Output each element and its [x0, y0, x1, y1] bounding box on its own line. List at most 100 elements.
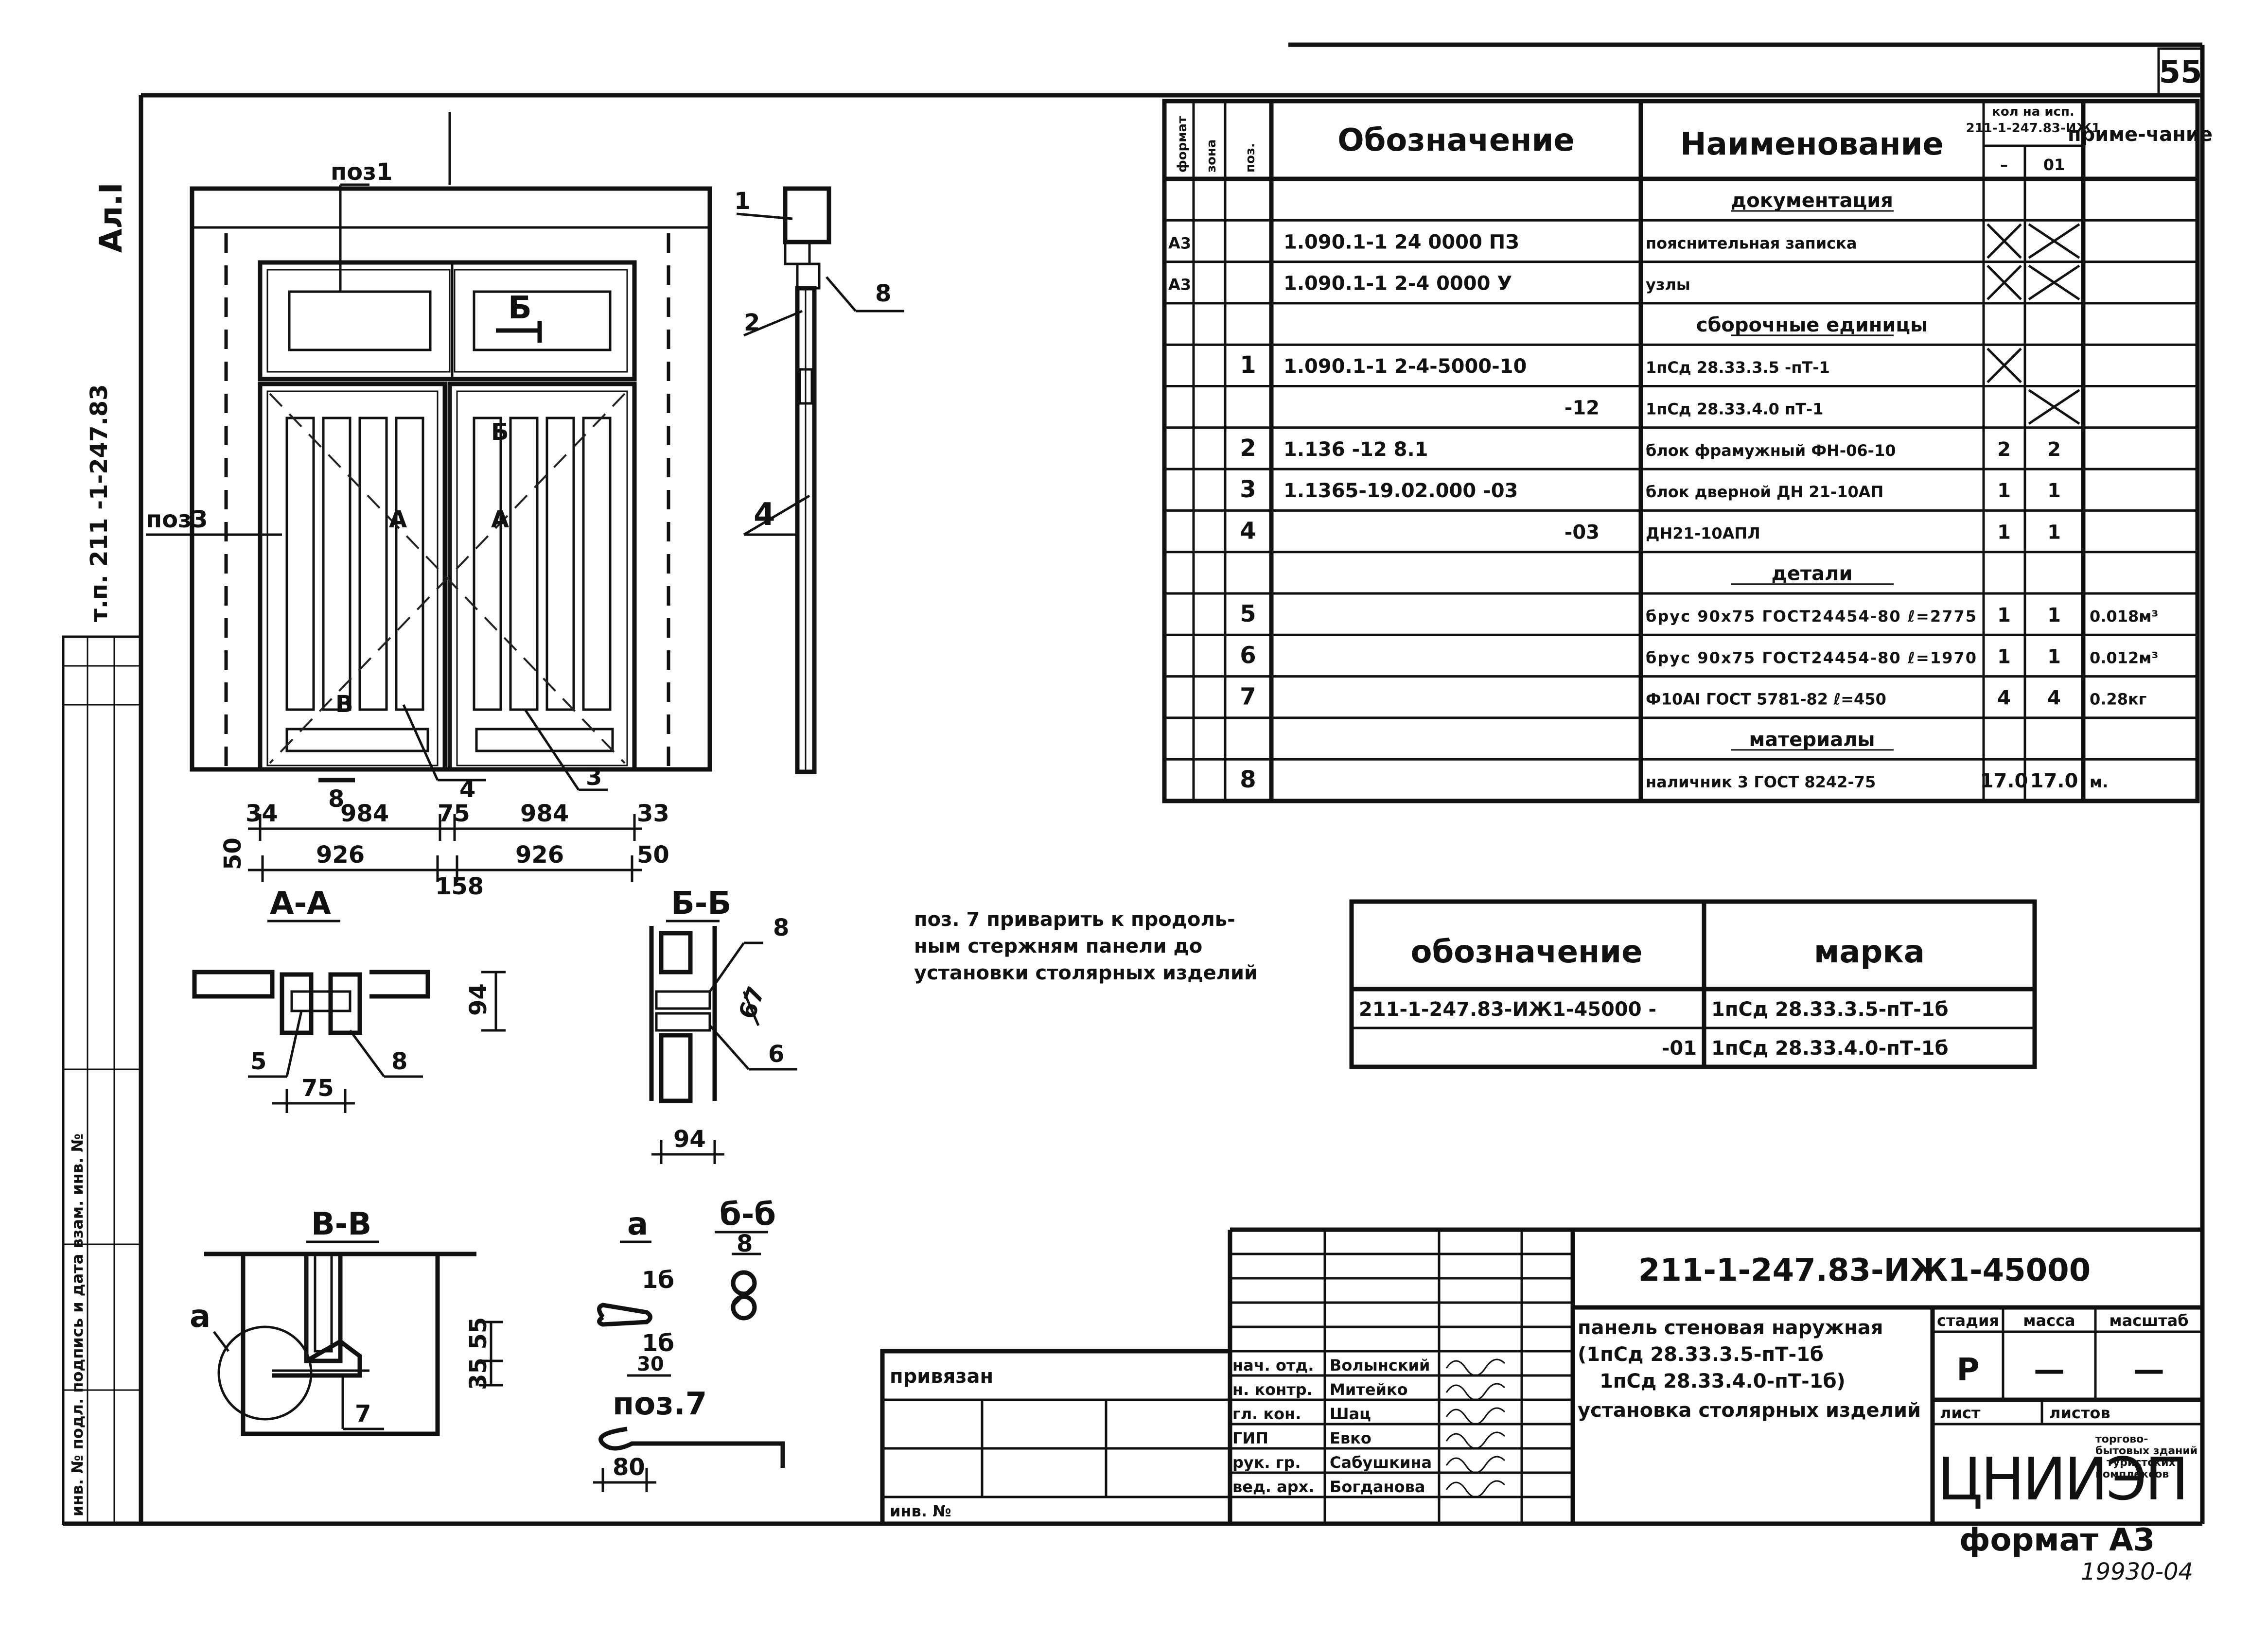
spec-row-pos: 6: [1240, 642, 1256, 669]
tb-person-role: нач. отд.: [1232, 1356, 1314, 1375]
spec-row-pos: 5: [1240, 600, 1256, 627]
spec-row-note: 0.018м³: [2090, 607, 2158, 626]
spec-row-name: 1пСд 28.33.4.0 пТ-1: [1646, 400, 1824, 418]
spec-row-designation: 1.090.1-1 2-4-5000-10: [1283, 355, 1527, 378]
spec-row-pos: 2: [1240, 435, 1256, 462]
detail-a-1b: 1б: [642, 1267, 674, 1294]
tb-mass: —: [2034, 1352, 2065, 1388]
callout-pos1: поз1: [331, 158, 392, 186]
dim-33: 33: [637, 800, 669, 827]
note-line1: поз. 7 приварить к продоль-: [914, 908, 1235, 931]
vv-callout-7: 7: [355, 1400, 371, 1427]
title-block: привязан инв. № нач. отд. Волынский н. кон…: [880, 1227, 2202, 1526]
section-mark-b2: Б: [491, 418, 509, 446]
section-a-a: А-А 94 75 5 8: [192, 886, 506, 1113]
aa-callout-5: 5: [250, 1048, 266, 1075]
spec-section-title: документация: [1731, 190, 1893, 212]
detail-a-30: 30: [637, 1353, 664, 1375]
tb-title2: (1пСд 28.33.3.5-пТ-1б: [1578, 1343, 1824, 1366]
mark-r2-mark: 1пСд 28.33.4.0-пТ-1б: [1711, 1037, 1949, 1060]
sheet-frame: 55: [63, 42, 2205, 1526]
callout-pos3: поз3: [146, 506, 208, 533]
side-callout-1: 1: [734, 188, 750, 215]
tb-person-role: ГИП: [1232, 1429, 1268, 1447]
section-v-v: В-В а 7 35 55: [190, 1206, 503, 1436]
tb-sheet-hdr: лист: [1940, 1404, 1981, 1422]
vv-callout-a: а: [190, 1299, 211, 1335]
dim-984-right: 984: [520, 800, 569, 827]
signature-mark: [1445, 1383, 1506, 1401]
spec-row-qty1: 2: [1997, 438, 2011, 461]
spec-row-name: блок фрамужный ФН-06-10: [1646, 441, 1896, 460]
tb-org: ЦНИИЭП: [1937, 1446, 2187, 1514]
tb-person-role: вед. арх.: [1232, 1478, 1314, 1496]
dim-158: 158: [435, 873, 484, 900]
spec-row-format: А3: [1168, 276, 1191, 294]
pos7-title: поз.7: [613, 1386, 707, 1422]
tb-person-name: Богданова: [1330, 1478, 1425, 1496]
note-block: поз. 7 приварить к продоль- ным стержням…: [914, 908, 1258, 984]
tb-person-name: Шац: [1330, 1405, 1371, 1423]
side-callout-4: 4: [754, 497, 775, 533]
tb-title3: 1пСд 28.33.4.0-пТ-1б): [1600, 1370, 1846, 1392]
mark-r1-designation: 211-1-247.83-ИЖ1-45000 -: [1359, 998, 1656, 1021]
spec-row-designation: 1.1365-19.02.000 -03: [1283, 480, 1518, 502]
tb-person-name: Сабушкина: [1330, 1453, 1432, 1472]
mark-r1-mark: 1пСд 28.33.3.5-пТ-1б: [1711, 998, 1949, 1021]
tb-person-name: Митейко: [1330, 1380, 1408, 1399]
spec-row-note: м.: [2090, 773, 2108, 791]
tb-inv: инв. №: [890, 1502, 951, 1520]
spec-row-designation: 1.090.1-1 24 0000 ПЗ: [1283, 231, 1519, 253]
section-vv-title: В-В: [311, 1206, 371, 1242]
spec-row-qty2: 17.0: [2030, 770, 2078, 792]
spec-section-title: материалы: [1749, 729, 1875, 751]
spec-row-qty1: 4: [1997, 687, 2011, 710]
section-b-b: Б-Б 8 67 6 94: [649, 886, 797, 1164]
tb-stage: Р: [1957, 1352, 1980, 1388]
section-aa-title: А-А: [270, 886, 331, 922]
vv-dim: 35 55: [465, 1317, 492, 1390]
facade-drawing: поз1 поз3 Б Б А А В 4 3 8: [146, 112, 712, 813]
signature-mark: [1445, 1431, 1506, 1449]
spec-row-qty2: 1: [2047, 521, 2061, 543]
detail-a-title: а: [627, 1206, 648, 1242]
spec-row-name: наличник 3 ГОСТ 8242-75: [1646, 773, 1876, 791]
aa-callout-8: 8: [391, 1048, 407, 1075]
spec-row-name: блок дверной ДН 21-10АП: [1646, 483, 1883, 501]
spec-row-pos: 4: [1240, 517, 1256, 544]
dim-34: 34: [246, 800, 278, 827]
spec-row-pos: 1: [1240, 351, 1256, 379]
spec-row-pos: 8: [1240, 766, 1256, 793]
spec-row-qty2: 1: [2047, 604, 2061, 627]
detail-a-b-pos7: а б-б 1б 1б 30 8 поз.7 80: [593, 1197, 785, 1492]
signature-mark: [1445, 1480, 1506, 1498]
section-mark-a1: А: [389, 506, 407, 533]
tb-person-role: н. контр.: [1232, 1380, 1313, 1399]
hdr-designation: Обозначение: [1337, 122, 1574, 158]
detail-a-1b2: 1б: [642, 1330, 674, 1357]
spec-row-pos: 3: [1240, 476, 1256, 503]
tb-org-sub: торгово-бытовых зданий и туристских комп…: [2095, 1434, 2198, 1480]
hdr-note: приме-чание: [2068, 123, 2213, 146]
tb-privyazan: привязан: [890, 1365, 993, 1388]
spec-row-qty2: 1: [2047, 645, 2061, 668]
signature-mark: [1445, 1407, 1506, 1425]
note-line2: ным стержням панели до: [914, 935, 1202, 957]
tb-title4: установка столярных изделий: [1578, 1399, 1921, 1422]
sheet-code: 19930-04: [2081, 1558, 2193, 1585]
spec-row-qty1: 1: [1997, 521, 2011, 543]
left-approval-strip: инв. № подл. подпись и дата взам. инв. №: [62, 635, 142, 1525]
dim-926-right: 926: [515, 841, 564, 869]
mark-table: обозначение марка 211-1-247.83-ИЖ1-45000…: [1349, 899, 2037, 1069]
hdr-qty-doc: 211-1-247.83-ИЖ1: [1966, 121, 2101, 136]
tb-mass-hdr: масса: [2023, 1311, 2075, 1330]
spec-row-qty1: 17.0: [1980, 770, 2028, 792]
spec-row-designation: 1.090.1-1 2-4 0000 У: [1283, 273, 1512, 295]
tb-person-name: Волынский: [1330, 1356, 1430, 1375]
section-mark-v: В: [335, 691, 353, 718]
aa-dim-75: 75: [301, 1075, 334, 1102]
section-bb-title: Б-Б: [671, 886, 731, 922]
signature-mark: [1445, 1358, 1506, 1376]
detail-bb-title: б-б: [720, 1197, 776, 1233]
detail-b-8: 8: [737, 1230, 753, 1257]
